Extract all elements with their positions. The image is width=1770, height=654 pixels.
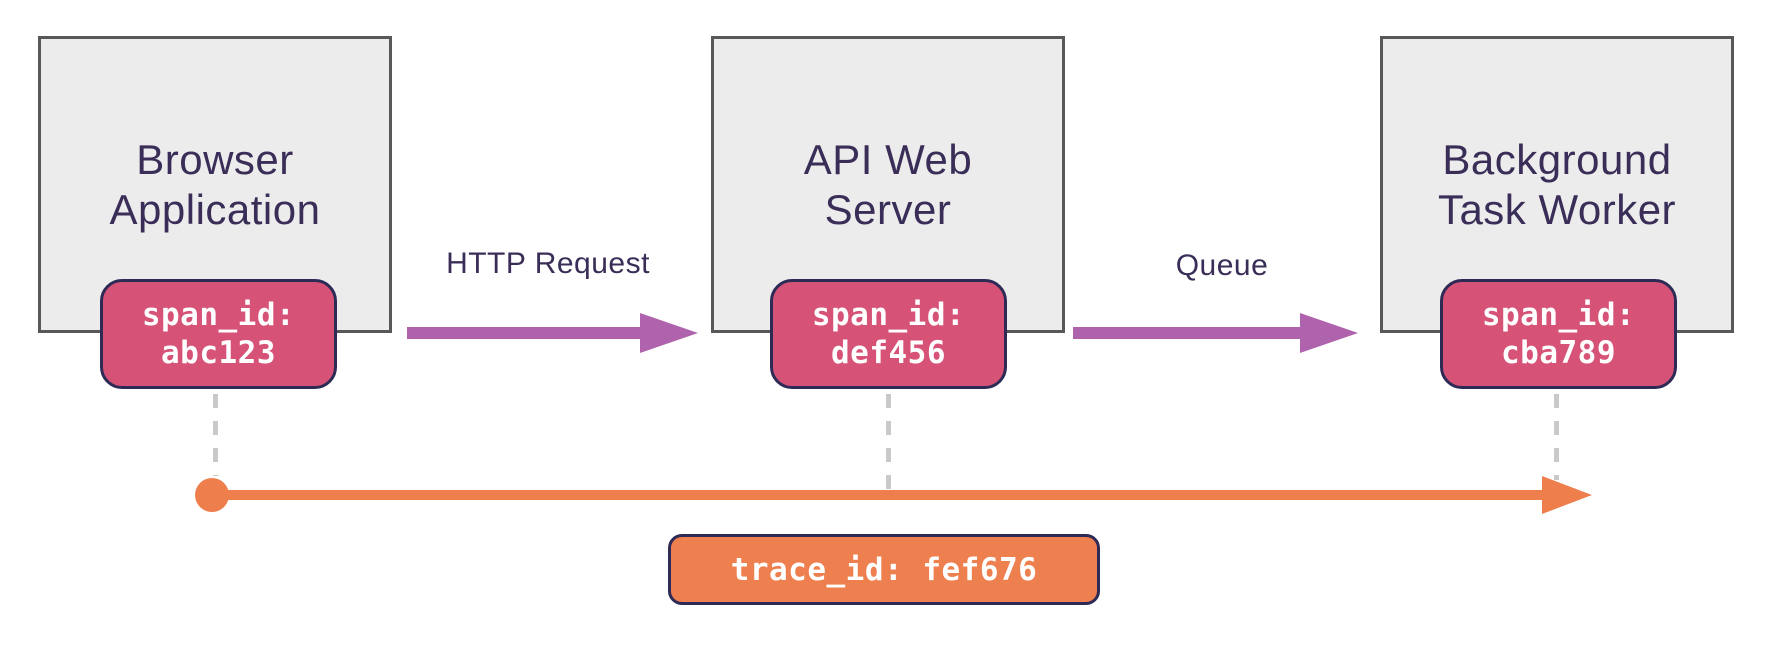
span-id-badge-abc123: span_id: abc123 (100, 279, 337, 389)
span-connector-line (213, 394, 218, 476)
span-id-label: span_id: (811, 297, 966, 333)
queue-label: Queue (1175, 249, 1269, 282)
span-connector-line (1554, 394, 1559, 480)
http-request-label: HTTP Request (446, 247, 650, 280)
span-connector-line (886, 394, 891, 490)
span-id-label: span_id: (141, 297, 296, 333)
http-request-arrowhead-icon (640, 313, 698, 353)
trace-arrowhead-icon (1542, 476, 1592, 514)
trace-timeline (212, 490, 1542, 500)
span-id-value: def456 (831, 335, 946, 371)
http-request-arrow (407, 327, 640, 339)
span-id-value: abc123 (161, 335, 276, 371)
span-id-label: span_id: (1481, 297, 1636, 333)
trace-id-badge: trace_id: fef676 (668, 534, 1100, 605)
node-title-line: Task Worker (1437, 185, 1677, 233)
node-title-line: Application (109, 185, 321, 233)
node-title: Browser Application (110, 135, 321, 235)
node-title-line: Browser (136, 135, 294, 183)
span-id-badge-def456: span_id: def456 (770, 279, 1007, 389)
span-id-badge-cba789: span_id: cba789 (1440, 279, 1677, 389)
node-title-line: Server (824, 185, 952, 233)
node-title: API Web Server (804, 135, 972, 235)
node-title-line: API Web (803, 135, 973, 183)
node-title: Background Task Worker (1438, 135, 1676, 235)
queue-arrowhead-icon (1300, 313, 1358, 353)
span-id-value: cba789 (1501, 335, 1616, 371)
node-title-line: Background (1442, 135, 1672, 183)
trace-id-text: trace_id: fef676 (730, 551, 1038, 588)
queue-arrow (1073, 327, 1300, 339)
